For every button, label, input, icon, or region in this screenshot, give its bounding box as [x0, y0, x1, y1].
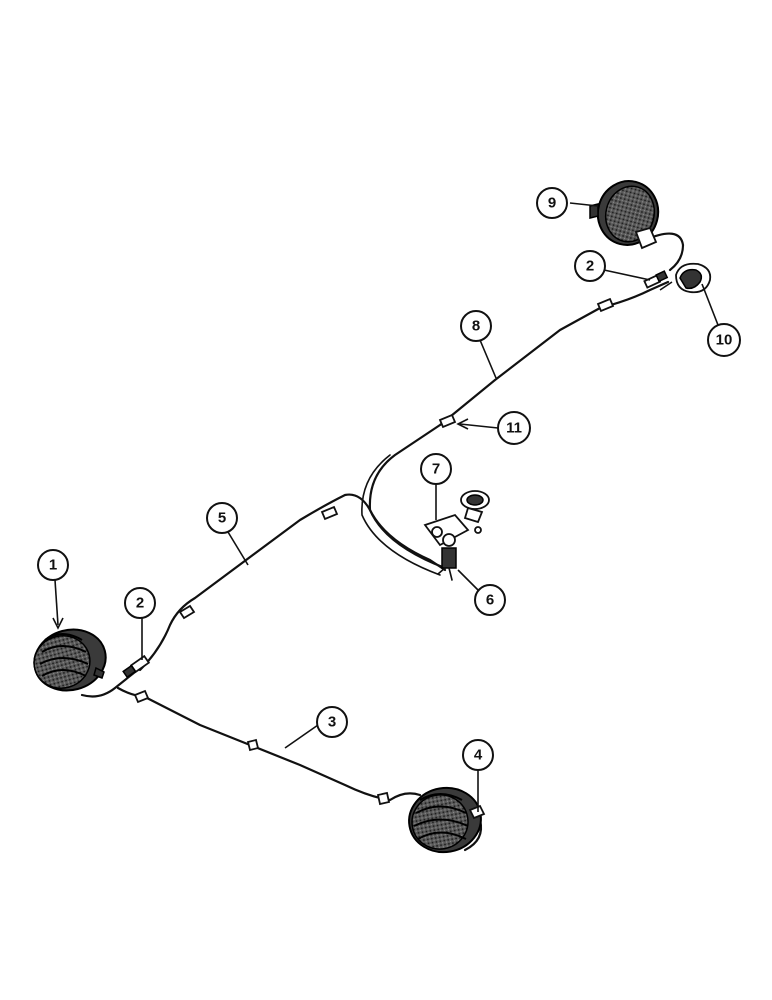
callout-9-label: 9 [548, 195, 556, 212]
callout-7: 7 [420, 453, 452, 485]
harness-5-wire [138, 493, 447, 672]
connector-upper [643, 270, 669, 289]
clip-harness-5-lower [178, 604, 196, 620]
harness-3-wire [116, 686, 422, 802]
harness-8-wire [368, 280, 670, 570]
leader-lines [52, 202, 719, 812]
callout-6-label: 6 [486, 592, 494, 609]
leader-3 [284, 724, 319, 749]
clip-harness-8-lower [438, 413, 457, 429]
callout-2-lower-label: 2 [136, 595, 144, 612]
harness-clips [133, 297, 615, 806]
leader-5 [227, 531, 249, 566]
lamp-9 [589, 180, 660, 250]
harness-wires [80, 232, 685, 852]
clip-harness-3-a [133, 689, 150, 704]
callout-7-label: 7 [432, 461, 440, 478]
callout-2-upper: 2 [574, 250, 606, 282]
callout-11-label: 11 [506, 420, 522, 437]
callout-1-label: 1 [49, 557, 57, 574]
callout-4: 4 [462, 739, 494, 771]
callout-10-label: 10 [716, 332, 733, 349]
callout-5-label: 5 [218, 510, 226, 527]
callout-1: 1 [37, 549, 69, 581]
callout-8-label: 8 [472, 318, 480, 335]
callout-2-lower: 2 [124, 587, 156, 619]
lamp-1-pigtail [80, 670, 137, 698]
leader-1-arrow [52, 617, 64, 630]
clip-harness-3-c [376, 791, 391, 806]
lamp-9-pigtail [643, 232, 685, 272]
clip-harness-5-upper [320, 505, 339, 521]
callout-9: 9 [536, 187, 568, 219]
lamp-4 [408, 786, 486, 854]
callout-11: 11 [497, 411, 531, 445]
callout-10: 10 [707, 323, 741, 357]
callout-4-label: 4 [474, 747, 483, 764]
leader-11-arrow [456, 418, 469, 430]
leader-6 [457, 569, 479, 591]
callout-5: 5 [206, 502, 238, 534]
callout-8: 8 [460, 310, 492, 342]
harness-8-wire-parallel [361, 454, 441, 576]
leader-11 [459, 423, 499, 429]
connector-lower [122, 654, 151, 679]
clip-harness-3-b [246, 738, 260, 752]
clip-harness-8-upper [596, 297, 615, 313]
callout-3: 3 [316, 706, 348, 738]
leader-1 [54, 579, 59, 626]
leader-10 [701, 283, 719, 326]
leader-9 [569, 202, 599, 207]
switch-bracket-7 [423, 490, 490, 547]
callout-3-label: 3 [328, 714, 336, 731]
callout-6: 6 [474, 584, 506, 616]
switch-6 [437, 533, 457, 581]
leader-8 [479, 339, 497, 379]
callout-2-upper-label: 2 [586, 258, 594, 275]
leader-2b [603, 269, 651, 281]
lamp-1 [33, 628, 107, 692]
